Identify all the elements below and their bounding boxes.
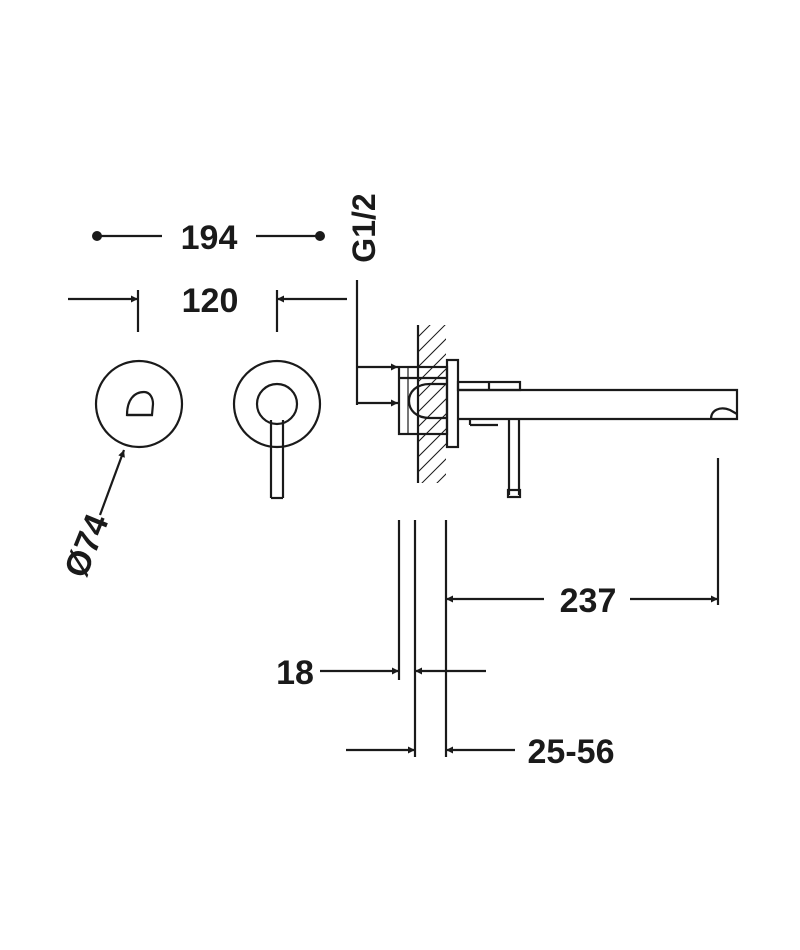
dimension-diameter-label: Ø74 <box>57 509 116 583</box>
dimension-18-label: 18 <box>276 654 314 692</box>
thread-callout: G1/2 <box>346 193 398 407</box>
dimension-194: 194 <box>92 219 325 257</box>
dimension-18: 18 <box>276 654 486 692</box>
extension-lines <box>397 458 720 757</box>
dimension-194-label: 194 <box>181 219 238 257</box>
dimension-25-56-label: 25-56 <box>528 733 615 771</box>
dimension-25-56: 25-56 <box>346 733 614 771</box>
dimension-120: 120 <box>68 282 347 332</box>
mixer-plate-front-view <box>94 359 184 449</box>
dimension-237: 237 <box>446 582 718 620</box>
dimension-diameter: Ø74 <box>57 449 126 583</box>
dimension-120-label: 120 <box>182 282 239 320</box>
mixer-lever-front-view <box>232 359 322 500</box>
thread-label: G1/2 <box>346 193 382 262</box>
dimension-237-label: 237 <box>560 582 617 620</box>
mixer-side-view <box>397 358 739 499</box>
